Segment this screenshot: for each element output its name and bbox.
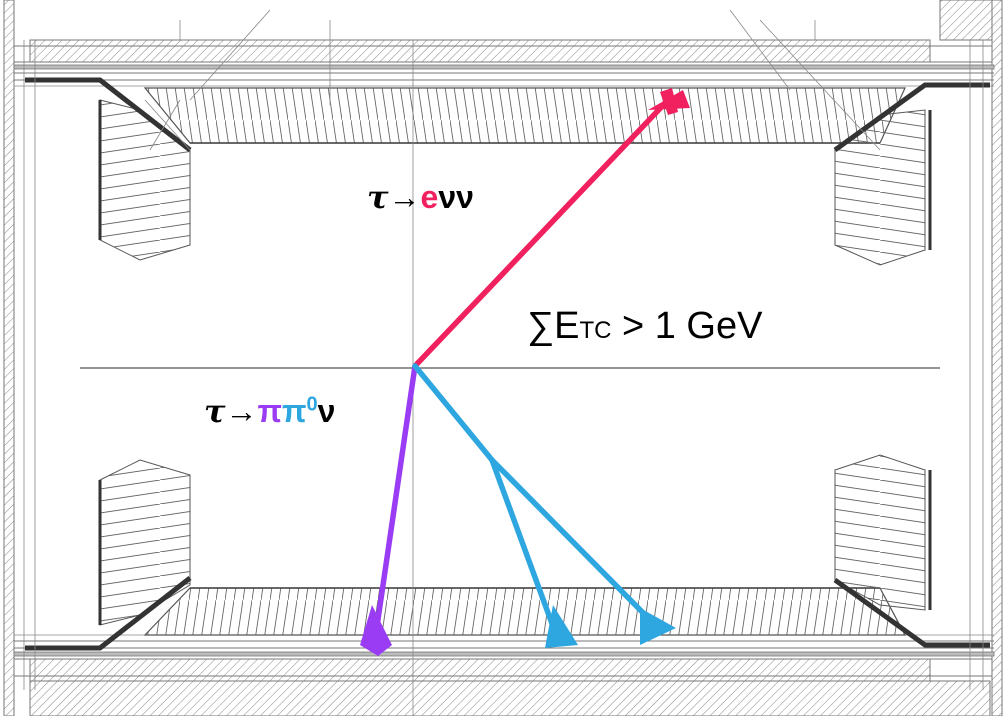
- neutrino: ν: [317, 393, 336, 429]
- neutral-pion-product: π0: [282, 393, 318, 429]
- energy-cut-label: ∑ETC > 1 GeV: [527, 305, 762, 348]
- particle-tracks: [360, 88, 690, 656]
- energy-subscript: TC: [579, 317, 612, 344]
- charged-pion-track: [372, 363, 418, 643]
- left-endcap-bottom: [25, 459, 192, 651]
- energy-threshold: > 1 GeV: [611, 305, 763, 347]
- left-endcap-top: [25, 77, 192, 261]
- tau-symbol: τ: [367, 178, 389, 216]
- top-solenoid-shell: [13, 0, 995, 87]
- bottom-solenoid-shell: [13, 634, 995, 716]
- charged-pion-shower-base: [360, 645, 392, 656]
- pi0-superscript: 0: [306, 393, 318, 416]
- neutral-pion-path: [412, 363, 495, 463]
- tau-to-electron-label: τ→eνν: [367, 178, 474, 216]
- right-endcap-bottom: [833, 454, 990, 648]
- charged-pion-product: π: [257, 393, 283, 429]
- barrel-calorimeter-top: [143, 87, 906, 144]
- photon-track-1: [489, 457, 561, 643]
- neutrinos: νν: [438, 179, 474, 215]
- detector-outer-frame: [3, 0, 1003, 716]
- electron-shower-tip: [660, 88, 678, 115]
- photon-track-2: [489, 457, 663, 633]
- tau-to-pion-label: τ→ππ0ν: [204, 392, 335, 430]
- electron-track: [412, 95, 673, 369]
- right-endcap-top: [833, 82, 990, 266]
- construction-lines: [23, 9, 984, 716]
- arrow: →: [388, 179, 421, 215]
- charged-pion-shower: [360, 605, 392, 645]
- energy-sum: ∑E: [527, 305, 580, 347]
- photon-shower-2: [640, 608, 676, 645]
- tau-symbol: τ: [204, 392, 226, 430]
- photon-shower-1: [545, 605, 578, 648]
- barrel-calorimeter-bottom: [143, 587, 906, 636]
- electron-product: e: [420, 179, 439, 215]
- pi0-symbol: π: [282, 393, 307, 429]
- arrow: →: [225, 393, 258, 429]
